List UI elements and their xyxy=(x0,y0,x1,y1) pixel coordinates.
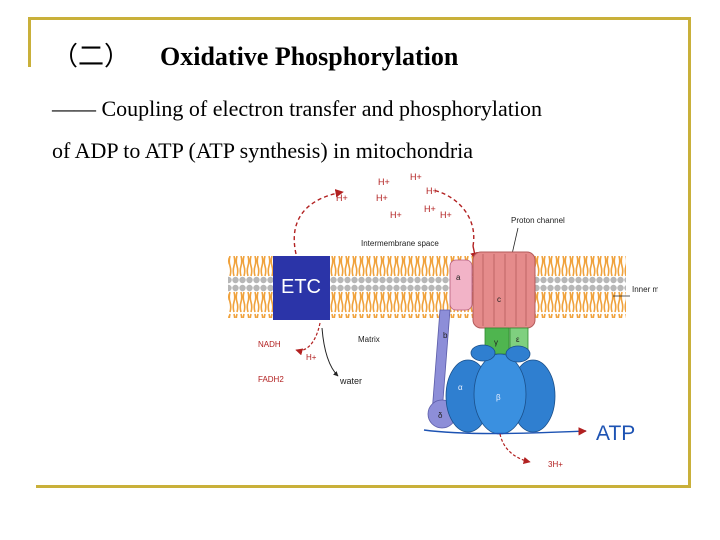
etc-label: ETC xyxy=(281,276,321,298)
subtitle-line-2: of ADP to ATP (ATP synthesis) in mitocho… xyxy=(52,138,474,163)
subunit-gamma-label: γ xyxy=(494,338,498,347)
h-plus-4: H+ xyxy=(376,193,388,203)
h-plus-5: H+ xyxy=(426,186,438,196)
matrix-label: Matrix xyxy=(358,335,380,344)
subtitle-line-1: —— Coupling of electron transfer and pho… xyxy=(52,96,543,121)
h-plus-6: H+ xyxy=(390,210,402,220)
frame-top-border xyxy=(28,17,691,20)
subunit-a xyxy=(449,259,473,311)
water-arrow xyxy=(321,327,339,377)
subunit-a-label: a xyxy=(456,273,461,282)
title-number: （二） xyxy=(52,42,131,71)
subunit-b-label: b xyxy=(443,331,448,340)
inner-membrane-label: Inner mitochondrial membrane xyxy=(632,285,658,294)
frame-bottom-border xyxy=(36,485,691,488)
proton-return-arrow-top xyxy=(432,189,475,247)
h-plus-7: H+ xyxy=(424,204,436,214)
subunit-c-label: c xyxy=(497,295,501,304)
three-h-label: 3H+ xyxy=(548,460,563,469)
h-plus-2: H+ xyxy=(410,172,422,182)
h-plus-3: H+ xyxy=(336,193,348,203)
water-label: water xyxy=(339,376,362,386)
subunit-delta-label: δ xyxy=(438,411,443,420)
h-plus-matrix-label: H+ xyxy=(306,353,317,362)
title-text: Oxidative Phosphorylation xyxy=(160,42,459,71)
proton-pump-arrow xyxy=(293,189,344,255)
intermembrane-space-label: Intermembrane space xyxy=(361,239,439,248)
nadh-label: NADH xyxy=(258,340,281,349)
h-plus-8: H+ xyxy=(440,210,452,220)
atp-label: ATP xyxy=(596,422,635,445)
subunit-beta-label: β xyxy=(496,393,501,402)
slide-title: （二） Oxidative Phosphorylation xyxy=(52,36,458,73)
frame-right-border xyxy=(688,17,691,487)
h-plus-1: H+ xyxy=(378,177,390,187)
subunit-alpha-label: α xyxy=(458,383,463,392)
subunit-alpha-top-left xyxy=(470,344,496,362)
subunit-epsilon-label: ε xyxy=(516,335,520,344)
three-h-arrow xyxy=(499,433,531,465)
atp-synthesis-arrow xyxy=(423,427,587,436)
subunit-alpha-top-right xyxy=(505,345,531,363)
etc-complex-box xyxy=(273,256,330,320)
proton-channel-label: Proton channel xyxy=(511,216,565,225)
fadh2-label: FADH2 xyxy=(258,375,284,384)
slide-subtitle: —— Coupling of electron transfer and pho… xyxy=(52,88,692,172)
atp-synthase-diagram: ETC H+ H+ H+ H+ H+ H+ H+ H+ Intermembran… xyxy=(228,172,658,469)
frame-left-border xyxy=(28,17,31,67)
nadh-arrow xyxy=(295,322,321,356)
